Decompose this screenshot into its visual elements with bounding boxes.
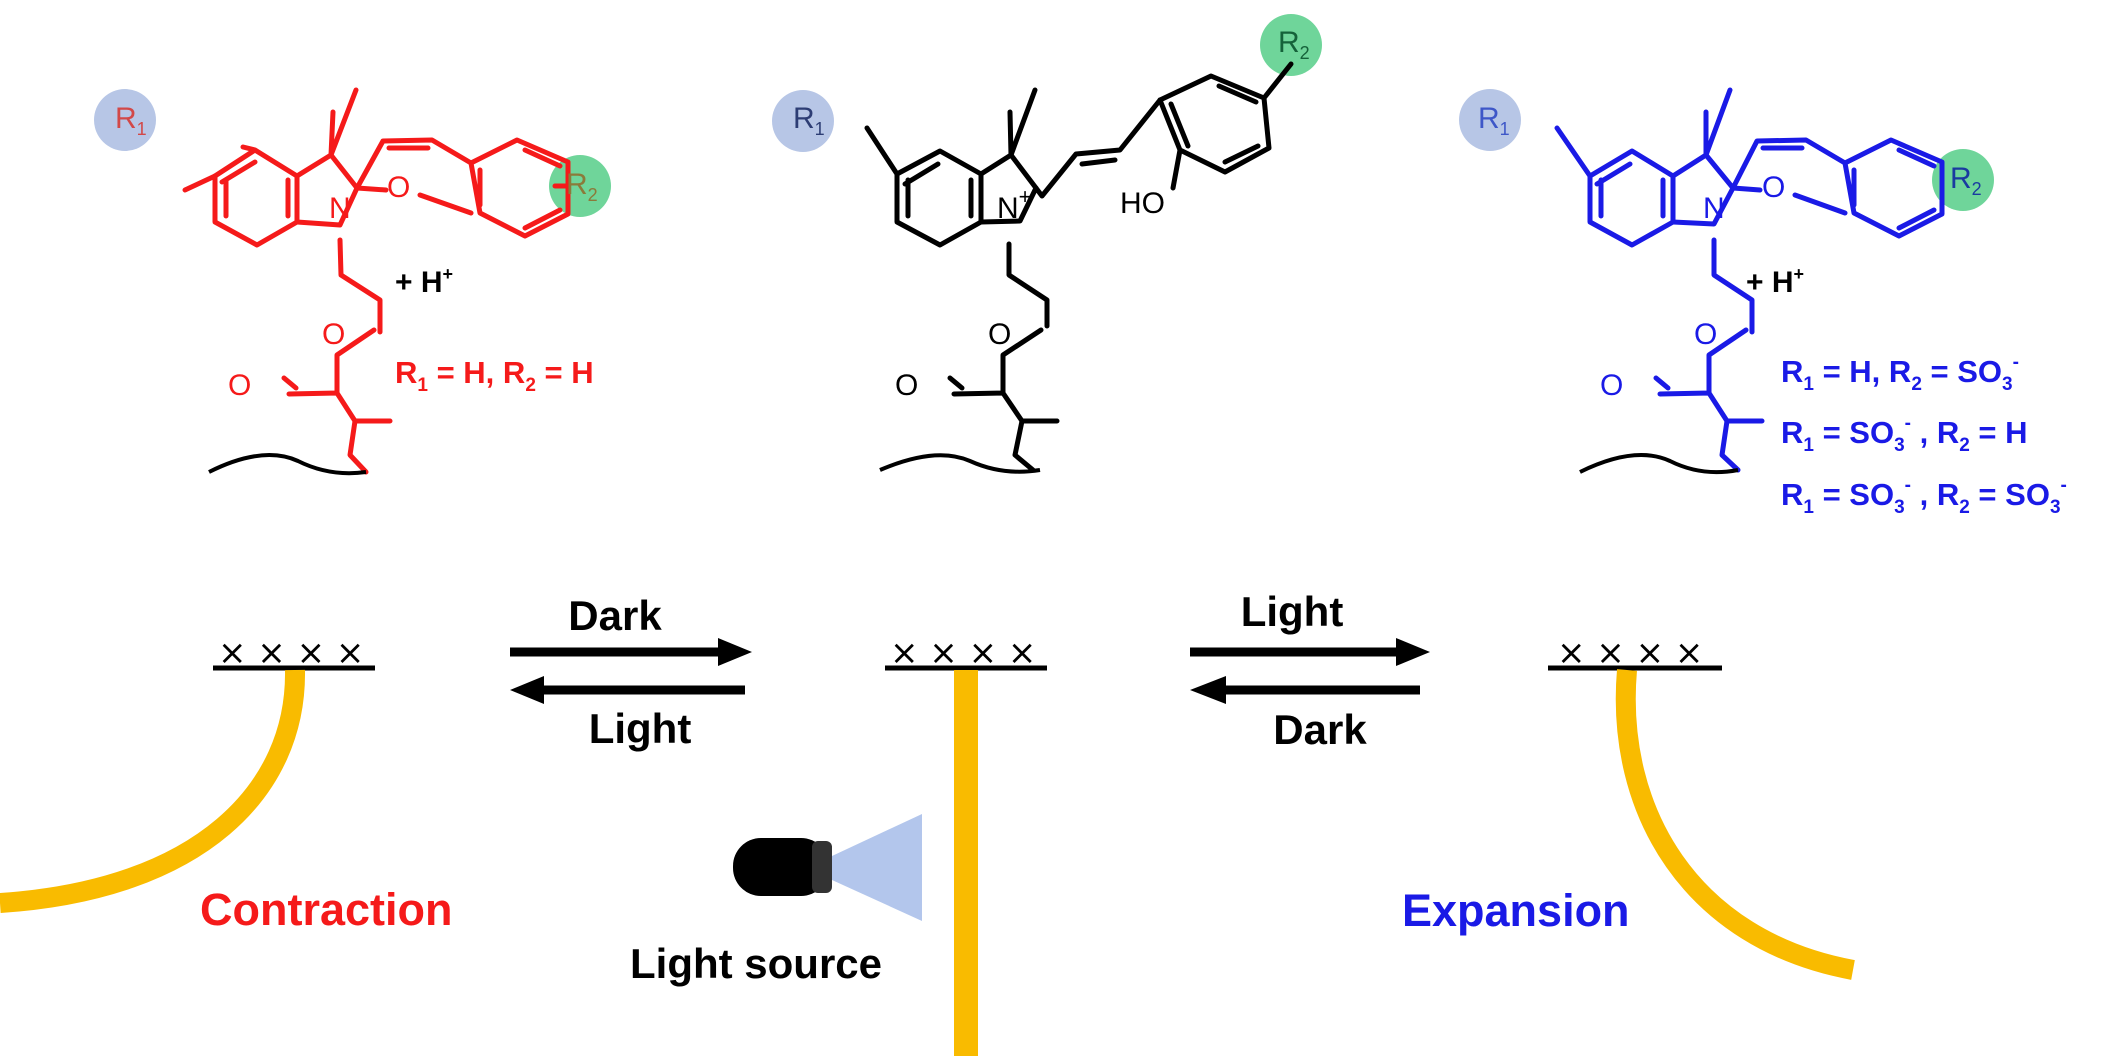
plus-proton-left: + H+ <box>395 264 453 299</box>
surface-marks-middle: × × × × <box>890 633 1036 673</box>
light-source: Light source <box>630 814 922 987</box>
spiropyran-structure-left: R1 R2 N O O O + H+ R1 = H, R2 = H <box>94 87 611 476</box>
carbonyl-oxygen-right: O <box>1600 369 1623 402</box>
bonds-middle <box>864 61 1294 473</box>
r1-highlight-left <box>94 89 156 151</box>
light-beam-icon <box>832 814 922 921</box>
r2-label-left: R2 <box>566 168 598 205</box>
surface-middle: × × × × <box>885 633 1047 673</box>
ester-oxygen-right: O <box>1694 318 1717 351</box>
r2-highlight-left <box>549 155 611 217</box>
cantilever-contracted <box>0 669 306 913</box>
r1-highlight-middle <box>772 90 834 152</box>
arrow-label-dark-left: Dark <box>568 592 662 639</box>
arrow-label-light-left: Light <box>589 705 692 752</box>
substituents-right-2: R1 = SO3- , R2 = H <box>1781 413 2028 456</box>
r2-highlight-right <box>1932 149 1994 211</box>
substituents-right-1: R1 = H, R2 = SO3- <box>1781 352 2019 395</box>
bonds-right <box>1554 87 1945 473</box>
lamp-lens-icon <box>812 841 832 893</box>
lamp-body-icon <box>733 838 829 896</box>
equilibrium-arrows-left: Dark Light <box>510 592 752 752</box>
plus-proton-right: + H+ <box>1746 264 1804 299</box>
surface-marks-right: × × × × <box>1557 633 1703 673</box>
r1-label-right: R1 <box>1478 102 1510 139</box>
ring-oxygen-right: O <box>1762 171 1785 204</box>
r1-highlight-right <box>1459 89 1521 151</box>
r2-label-right: R2 <box>1950 162 1982 199</box>
r1-label-left: R1 <box>115 102 147 139</box>
contraction-label: Contraction <box>200 884 453 935</box>
arrow-label-light-right: Light <box>1241 588 1344 635</box>
equilibrium-arrows-right: Light Dark <box>1190 588 1430 753</box>
r1-label-middle: R1 <box>793 102 825 139</box>
r2-label-middle: R2 <box>1278 26 1310 63</box>
nitrogen-middle: N+ <box>997 184 1032 225</box>
carbonyl-oxygen-middle: O <box>895 369 918 402</box>
ester-oxygen-middle: O <box>988 318 1011 351</box>
cantilever-expanded <box>1615 669 1855 980</box>
hydroxyl-middle: HO <box>1120 187 1165 220</box>
merocyanine-structure-middle: R1 R2 N+ HO O O <box>772 14 1322 474</box>
surface-left: × × × × <box>213 633 375 673</box>
r2-highlight-middle <box>1260 14 1322 76</box>
light-source-label: Light source <box>630 940 882 987</box>
ester-oxygen-left: O <box>322 318 345 351</box>
substituents-right-3: R1 = SO3- , R2 = SO3- <box>1781 475 2067 518</box>
spiropyran-structure-right: R1 R2 N O O O + H+ R1 = H, R2 = SO3- R1 … <box>1459 87 2067 518</box>
nitrogen-right: N <box>1703 192 1725 225</box>
surface-right: × × × × <box>1548 633 1722 673</box>
ring-oxygen-left: O <box>387 171 410 204</box>
carbonyl-oxygen-left: O <box>228 369 251 402</box>
arrow-label-dark-right: Dark <box>1273 706 1367 753</box>
substituents-left: R1 = H, R2 = H <box>395 355 594 396</box>
bonds-left <box>182 87 571 475</box>
surface-marks-left: × × × × <box>218 633 364 673</box>
expansion-label: Expansion <box>1402 885 1630 936</box>
nitrogen-left: N <box>329 192 351 225</box>
